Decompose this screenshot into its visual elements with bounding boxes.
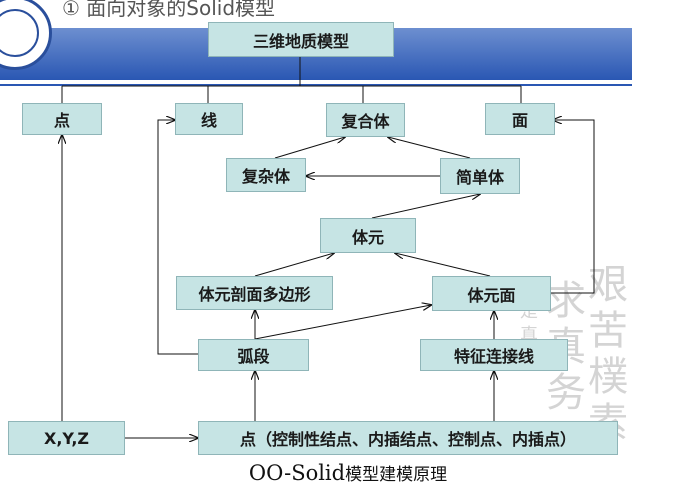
arrow-voxelface-to-face <box>551 120 595 294</box>
arrow-arc-to-line <box>157 120 198 355</box>
arrow-face-to-voxel <box>395 253 491 277</box>
node-arc: 弧段 <box>198 339 309 371</box>
diagram-caption: OO-Solid模型建模原理 <box>0 460 696 485</box>
calligraphy-watermark: 艰苦樸素 <box>588 262 628 446</box>
node-simple-body: 简单体 <box>440 158 520 194</box>
node-face: 面 <box>485 103 555 135</box>
arrow-voxel-to-simple <box>371 194 480 219</box>
arrow-complex-to-composite <box>274 137 345 159</box>
node-point: 点 <box>22 103 102 135</box>
caption-latin: OO-Solid <box>248 461 346 485</box>
arrow-arc-to-voxelface <box>254 305 431 340</box>
node-xyz: X,Y,Z <box>8 421 125 455</box>
node-feature-line: 特征连接线 <box>420 339 568 371</box>
node-voxel-section-polygon: 体元剖面多边形 <box>176 276 333 310</box>
caption-cjk: 模型建模原理 <box>345 465 448 485</box>
node-voxel: 体元 <box>320 218 416 253</box>
arrow-simple-to-composite <box>388 137 471 159</box>
node-composite: 复合体 <box>326 103 405 137</box>
node-root: 三维地质模型 <box>208 22 394 57</box>
header-divider <box>0 84 632 86</box>
slide-heading: ① 面向对象的Solid模型 <box>62 0 276 20</box>
node-line: 线 <box>175 103 243 135</box>
node-complex-body: 复杂体 <box>226 158 306 192</box>
node-point-types: 点（控制性结点、内插结点、控制点、内插点） <box>198 421 618 455</box>
arrow-section-to-voxel <box>254 253 334 277</box>
node-voxel-face: 体元面 <box>432 276 551 311</box>
